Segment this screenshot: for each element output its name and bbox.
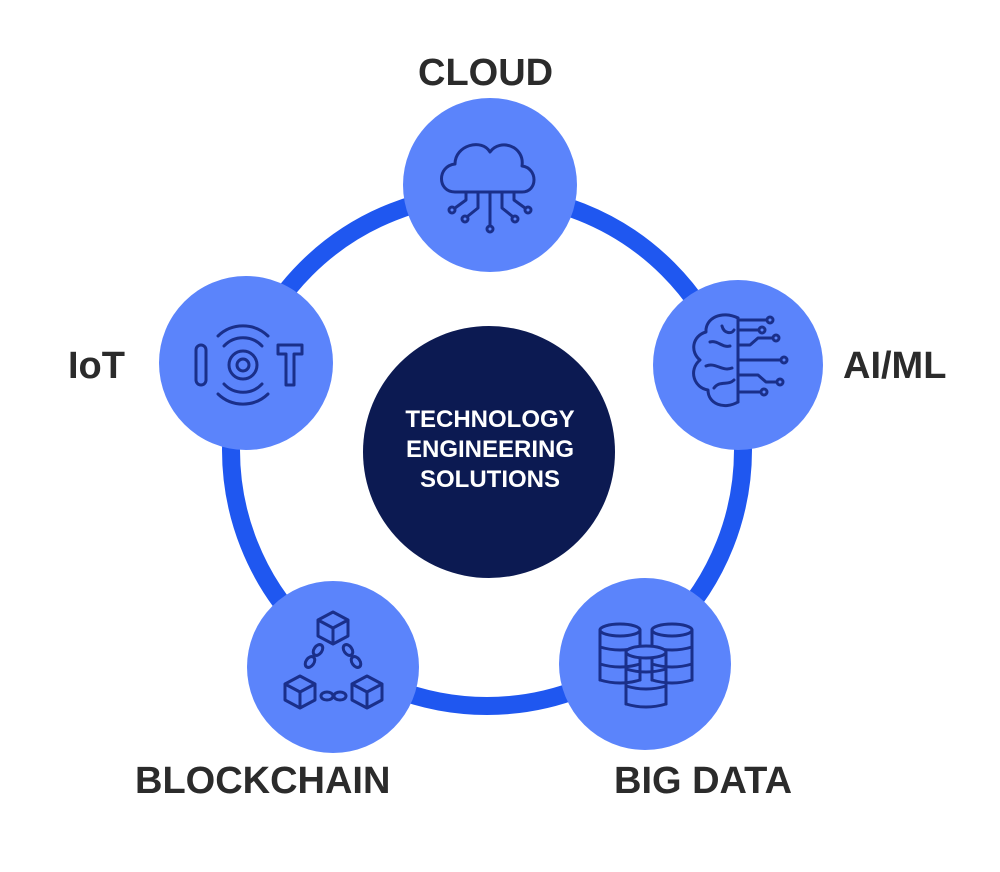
node-bigdata — [559, 578, 731, 750]
center-title-line-3: SOLUTIONS — [419, 466, 560, 493]
iot-signal-icon — [194, 324, 304, 406]
center-title-line-1: TECHNOLOGY — [405, 406, 575, 433]
node-circle-iot — [159, 276, 333, 450]
center-title: TECHNOLOGY ENGINEERING SOLUTIONS — [380, 405, 600, 495]
node-cloud — [403, 98, 577, 272]
label-iot: IoT — [68, 345, 125, 387]
node-circle-bigdata — [559, 578, 731, 750]
database-stack-icon — [598, 622, 694, 709]
brain-circuit-icon — [692, 313, 789, 407]
node-aiml — [653, 280, 823, 450]
node-circle-blockchain — [247, 581, 419, 753]
center-circle — [363, 326, 615, 578]
blockchain-cubes-icon — [283, 610, 384, 710]
label-cloud: CLOUD — [418, 52, 554, 94]
node-circle-cloud — [403, 98, 577, 272]
node-blockchain — [247, 581, 419, 753]
node-iot — [159, 276, 333, 450]
label-aiml: AI/ML — [843, 345, 947, 387]
cloud-network-icon — [440, 143, 536, 234]
center-title-line-2: ENGINEERING — [405, 436, 575, 463]
label-blockchain: BLOCKCHAIN — [135, 760, 391, 802]
label-bigdata: BIG DATA — [614, 760, 793, 802]
